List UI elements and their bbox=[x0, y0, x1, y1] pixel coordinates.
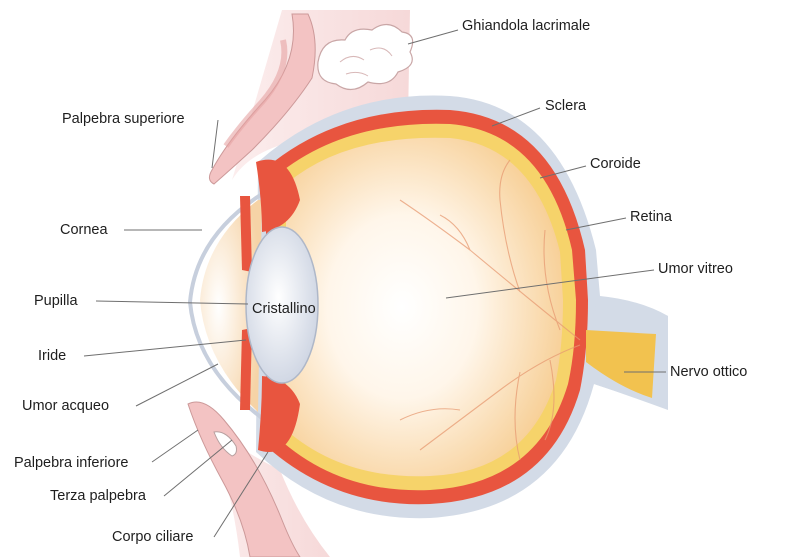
vitreous-body bbox=[286, 138, 563, 477]
label-ciliary-body: Corpo ciliare bbox=[112, 528, 193, 546]
label-upper-eyelid: Palpebra superiore bbox=[62, 110, 185, 128]
label-vitreous-humor: Umor vitreo bbox=[658, 260, 733, 278]
label-retina: Retina bbox=[630, 208, 672, 226]
label-cornea: Cornea bbox=[60, 221, 108, 239]
label-optic-nerve: Nervo ottico bbox=[670, 363, 747, 381]
iris-upper bbox=[240, 196, 252, 272]
label-lower-eyelid: Palpebra inferiore bbox=[14, 454, 128, 472]
label-pupil: Pupilla bbox=[34, 292, 78, 310]
label-choroid: Coroide bbox=[590, 155, 641, 173]
label-sclera: Sclera bbox=[545, 97, 586, 115]
label-lens: Cristallino bbox=[252, 300, 316, 318]
label-lacrimal-gland: Ghiandola lacrimale bbox=[462, 17, 590, 35]
label-iris: Iride bbox=[38, 347, 66, 365]
label-aqueous-humor: Umor acqueo bbox=[22, 397, 109, 415]
label-third-eyelid: Terza palpebra bbox=[50, 487, 146, 505]
